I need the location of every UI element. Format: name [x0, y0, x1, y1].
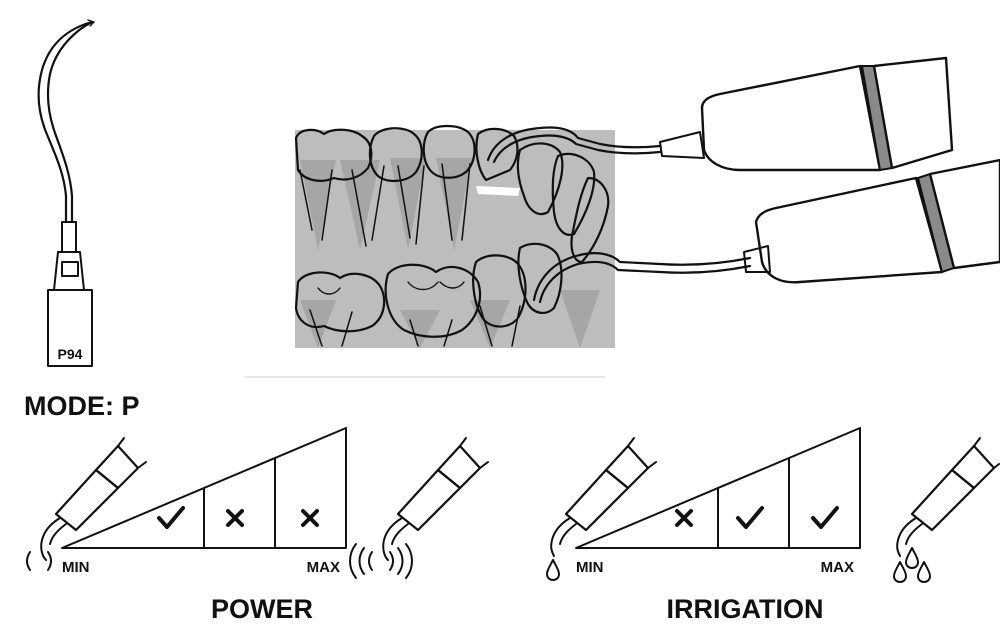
tip-code-label: P94	[58, 346, 83, 362]
power-panel: MIN MAX POWER	[26, 427, 489, 624]
water-drops-icon	[893, 547, 931, 583]
power-level-marks	[157, 506, 319, 529]
power-min-label: MIN	[62, 559, 90, 576]
irrigation-title: IRRIGATION	[667, 594, 824, 624]
vibration-icon-min	[26, 551, 52, 571]
handpiece-icon	[40, 437, 147, 561]
handpiece-lower	[532, 158, 1000, 304]
check-icon	[811, 506, 839, 529]
handpiece-icon	[896, 437, 1000, 557]
irrigation-min-label: MIN	[576, 559, 604, 576]
cross-icon	[675, 509, 693, 527]
power-title: POWER	[211, 594, 313, 624]
handpiece-icon	[382, 437, 489, 561]
mode-label: MODE: P	[24, 391, 140, 421]
cross-icon	[301, 509, 319, 527]
irrigation-level-marks	[675, 506, 839, 529]
handpiece-upper	[486, 56, 954, 172]
teeth-illustration	[294, 124, 615, 348]
check-icon	[157, 506, 185, 529]
irrigation-panel: MIN MAX IRRIGATION	[546, 427, 1000, 624]
check-icon	[736, 506, 764, 529]
irrigation-max-label: MAX	[821, 559, 854, 576]
water-drop-icon	[546, 559, 560, 581]
cross-icon	[226, 509, 244, 527]
power-max-label: MAX	[307, 559, 340, 576]
scaler-tip-icon: P94	[37, 19, 95, 367]
handpiece-icon	[550, 437, 657, 557]
vibration-icon-max	[349, 543, 413, 579]
